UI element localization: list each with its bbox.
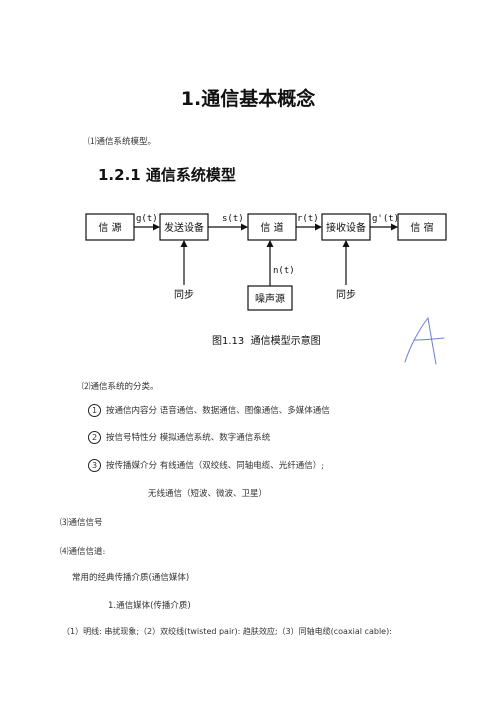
wireless-line: 无线通信（短波、微波、卫星） [148,489,268,499]
handwritten-mark [404,316,445,365]
class-text: 按通信内容分 语音通信、数据通信、图像通信、多媒体通信 [106,406,330,416]
number-badge: 2 [88,431,101,444]
channel-label: 信 道 [260,221,283,234]
class-text: 按传播媒介分 有线通信（双绞线、同轴电缆、光纤通信）; [106,461,325,471]
sync-right-label: 同步 [336,289,356,301]
class-item-1: 1 按通信内容分 语音通信、数据通信、图像通信、多媒体通信 [88,404,330,417]
signal-r: r(t) [297,214,319,224]
signal-s: s(t) [222,214,244,224]
signal-g: g(t) [136,214,158,224]
sink-label: 信 宿 [410,221,433,234]
source-label: 信 源 [98,221,121,234]
source-box [85,213,135,241]
class-item-2: 2 按信号特性分 模拟通信系统、数字通信系统 [88,431,270,444]
transmitter-label: 发送设备 [164,221,204,234]
noise-label: 噪声源 [255,292,285,305]
media-intro: 常用的经典传播介质(通信媒体) [72,573,190,583]
item-2: ⑵通信系统的分类。 [82,382,159,392]
receiver-label: 接收设备 [326,221,366,234]
class-item-3: 3 按传播媒介分 有线通信（双绞线、同轴电缆、光纤通信）; [88,459,324,472]
class-text: 按信号特性分 模拟通信系统、数字通信系统 [106,433,271,443]
media-line: （1）明线: 串扰现象;（2）双绞线(twisted pair): 趋肤效应;（… [62,627,392,636]
page-title: 1.通信基本概念 [180,88,316,110]
signal-n: n(t) [273,266,295,276]
item-1: ⑴通信系统模型。 [88,137,157,147]
diagram-caption: 图1.13 通信模型示意图 [212,334,321,347]
number-badge: 1 [88,404,101,417]
media-subheading: 1.通信媒体(传播介质) [108,601,191,611]
number-badge: 3 [88,459,101,472]
noise-box [247,285,293,311]
item-4: ⑷通信信道: [60,547,106,557]
section-heading: 1.2.1 通信系统模型 [98,166,236,184]
transmitter-box [159,213,209,241]
sink-box [397,213,447,241]
sync-left-label: 同步 [174,289,194,301]
item-3: ⑶通信信号 [60,518,103,528]
signal-g-prime: g'(t) [372,214,399,224]
